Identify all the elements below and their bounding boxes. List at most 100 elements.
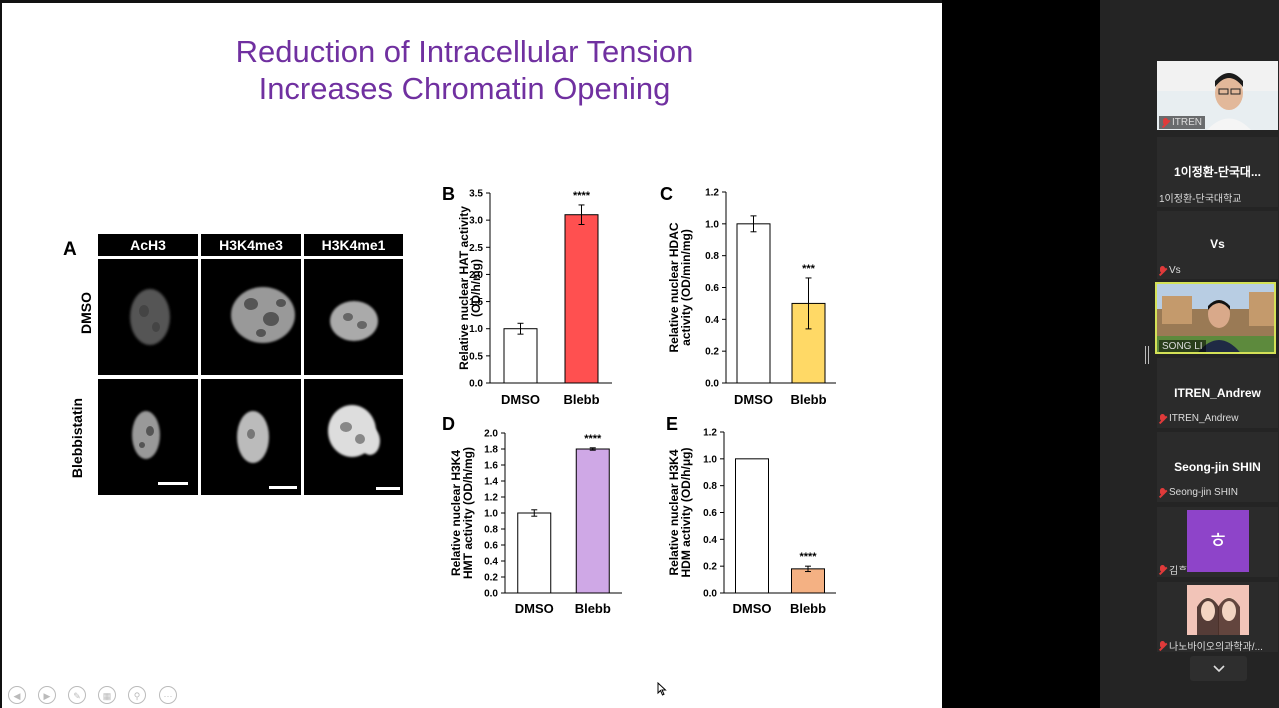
significance-label: **** bbox=[799, 551, 817, 563]
y-tick-label: 1.4 bbox=[484, 477, 498, 488]
participant-label: Vs bbox=[1169, 265, 1181, 276]
y-tick-label: 1.0 bbox=[484, 509, 498, 520]
slide-title-line1: Reduction of Intracellular Tension bbox=[235, 34, 694, 69]
y-axis-label: Relative nuclear HDAC bbox=[667, 222, 681, 352]
splitter-handle[interactable] bbox=[1145, 346, 1149, 364]
y-tick-label: 1.2 bbox=[484, 493, 498, 504]
participant-tile[interactable]: 1이정환-단국대... 1이정환-단국대학교 bbox=[1157, 137, 1278, 207]
y-tick-label: 0.2 bbox=[703, 562, 717, 573]
micro-blebb-h3k4me3 bbox=[201, 379, 301, 495]
y-tick-label: 0.4 bbox=[703, 535, 717, 546]
prev-icon[interactable]: ◀ bbox=[8, 686, 26, 704]
participant-label: ITREN_Andrew bbox=[1169, 413, 1239, 424]
muted-mic-icon bbox=[1159, 488, 1166, 497]
more-icon[interactable]: ··· bbox=[159, 686, 177, 704]
muted-mic-icon bbox=[1162, 118, 1169, 127]
column-header-h3k4me1: H3K4me1 bbox=[304, 234, 403, 256]
slide-title-line2: Increases Chromatin Opening bbox=[258, 71, 671, 106]
y-tick-label: 2.0 bbox=[484, 429, 498, 440]
micro-blebb-h3k4me1 bbox=[304, 379, 403, 495]
muted-mic-icon bbox=[1159, 414, 1166, 423]
micro-blebb-ach3 bbox=[98, 379, 198, 495]
participant-name: Seong-jin SHIN bbox=[1174, 460, 1261, 474]
y-tick-label: 0.6 bbox=[705, 283, 719, 294]
participant-tile-video[interactable]: 나노바이오의과학과/... bbox=[1157, 582, 1278, 653]
y-tick-label: 0.8 bbox=[705, 251, 719, 262]
y-tick-label: 2.0 bbox=[469, 270, 483, 281]
x-tick-label: DMSO bbox=[734, 392, 773, 407]
x-tick-label: Blebb bbox=[790, 601, 826, 616]
participant-name: 1이정환-단국대... bbox=[1174, 165, 1261, 179]
y-tick-label: 1.6 bbox=[484, 461, 498, 472]
y-axis-label: HMT activity (OD/h/mg) bbox=[461, 447, 475, 579]
avatar: ㅎ bbox=[1187, 510, 1249, 572]
row-label-dmso: DMSO bbox=[78, 292, 94, 334]
significance-label: **** bbox=[584, 433, 602, 445]
participant-tile[interactable]: Seong-jin SHIN Seong-jin SHIN bbox=[1157, 432, 1278, 502]
participant-name: ITREN_Andrew bbox=[1174, 386, 1261, 400]
panel-letter: E bbox=[666, 414, 678, 434]
x-tick-label: DMSO bbox=[501, 392, 540, 407]
column-header-ach3: AcH3 bbox=[98, 234, 198, 256]
micro-dmso-h3k4me3 bbox=[201, 259, 301, 375]
y-tick-label: 1.8 bbox=[484, 445, 498, 456]
chevron-down-icon[interactable] bbox=[1190, 656, 1247, 681]
panel-letter: D bbox=[442, 414, 455, 434]
y-tick-label: 0.0 bbox=[703, 589, 717, 600]
x-tick-label: DMSO bbox=[733, 601, 772, 616]
participant-label: Seong-jin SHIN bbox=[1169, 487, 1238, 498]
mouse-cursor-icon bbox=[657, 682, 667, 696]
bar bbox=[564, 214, 599, 384]
bar bbox=[517, 512, 552, 594]
y-tick-label: 0.6 bbox=[484, 541, 498, 552]
y-tick-label: 1.2 bbox=[705, 188, 719, 199]
bar bbox=[503, 328, 538, 384]
micro-dmso-h3k4me1 bbox=[304, 259, 403, 375]
significance-label: **** bbox=[573, 190, 591, 202]
participant-name: Vs bbox=[1210, 237, 1225, 251]
participant-tile[interactable]: ITREN_Andrew ITREN_Andrew bbox=[1157, 358, 1278, 428]
bar bbox=[791, 568, 825, 594]
y-tick-label: 1.5 bbox=[469, 297, 483, 308]
muted-mic-icon bbox=[1159, 641, 1166, 650]
bar bbox=[735, 458, 769, 594]
significance-label: *** bbox=[802, 263, 816, 275]
zoom-icon[interactable]: ⚲ bbox=[128, 686, 146, 704]
y-tick-label: 0.2 bbox=[484, 573, 498, 584]
participant-label: 나노바이오의과학과/... bbox=[1169, 642, 1263, 653]
x-tick-label: Blebb bbox=[790, 392, 826, 407]
y-axis-label: (OD/h/mg) bbox=[469, 259, 483, 317]
next-icon[interactable]: ▶ bbox=[38, 686, 56, 704]
participant-tile-active-speaker[interactable]: SONG LI bbox=[1155, 282, 1276, 354]
x-tick-label: DMSO bbox=[515, 601, 554, 616]
y-tick-label: 0.0 bbox=[469, 379, 483, 390]
micro-dmso-ach3 bbox=[98, 259, 198, 375]
row-label-blebbistatin: Blebbistatin bbox=[69, 397, 85, 479]
y-tick-label: 0.0 bbox=[705, 379, 719, 390]
pen-icon[interactable]: ✎ bbox=[68, 686, 86, 704]
y-tick-label: 0.4 bbox=[705, 315, 719, 326]
y-tick-label: 0.0 bbox=[484, 589, 498, 600]
y-tick-label: 1.2 bbox=[703, 428, 717, 439]
y-tick-label: 0.2 bbox=[705, 347, 719, 358]
participant-label: SONG LI bbox=[1162, 341, 1203, 352]
y-tick-label: 0.8 bbox=[484, 525, 498, 536]
x-tick-label: Blebb bbox=[563, 392, 599, 407]
muted-mic-icon bbox=[1159, 565, 1166, 574]
y-tick-label: 2.5 bbox=[469, 243, 483, 254]
slides-icon[interactable]: ▦ bbox=[98, 686, 116, 704]
chart-panel-d: D0.00.20.40.60.81.01.21.41.61.82.0Relati… bbox=[442, 414, 622, 616]
y-tick-label: 1.0 bbox=[469, 324, 483, 335]
participant-tile[interactable]: ㅎ 김ᄒ bbox=[1157, 507, 1278, 577]
participant-tile-video[interactable]: ITREN bbox=[1157, 61, 1278, 130]
y-tick-label: 1.0 bbox=[703, 454, 717, 465]
participant-tile[interactable]: Vs Vs bbox=[1157, 211, 1278, 279]
participant-label: 1이정환-단국대학교 bbox=[1159, 194, 1242, 205]
participant-video bbox=[1187, 585, 1249, 635]
y-tick-label: 1.0 bbox=[705, 219, 719, 230]
bar bbox=[736, 223, 771, 384]
participant-label: 김ᄒ bbox=[1169, 566, 1188, 577]
y-axis-label: Relative nuclear HAT activity bbox=[457, 206, 471, 370]
